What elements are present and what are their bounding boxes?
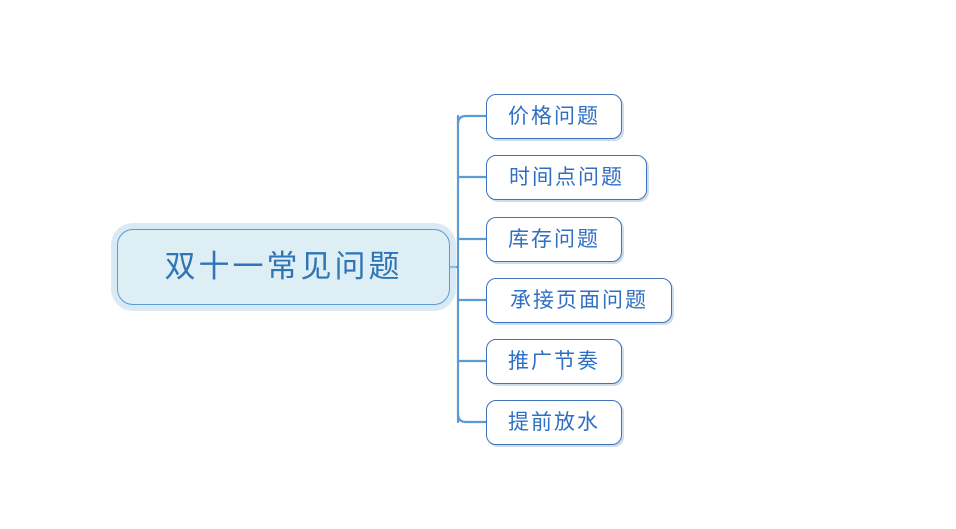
child-node-inventory[interactable]: 库存问题 [486,217,622,262]
root-node[interactable]: 双十一常见问题 [117,229,450,305]
child-node-label: 推广节奏 [508,349,600,373]
child-node-landing-page[interactable]: 承接页面问题 [486,278,672,323]
child-node-timepoint[interactable]: 时间点问题 [486,155,647,200]
root-node-label: 双十一常见问题 [164,248,403,285]
child-node-promotion-rhythm[interactable]: 推广节奏 [486,339,622,384]
child-node-price[interactable]: 价格问题 [486,94,622,139]
child-node-label: 时间点问题 [509,165,624,189]
connector-branch-5 [456,412,488,424]
child-node-early-release[interactable]: 提前放水 [486,400,622,445]
child-node-label: 库存问题 [508,227,600,251]
child-node-label: 承接页面问题 [510,288,648,312]
child-node-label: 提前放水 [508,410,600,434]
connector-branch-0 [456,114,488,126]
child-node-label: 价格问题 [508,104,600,128]
